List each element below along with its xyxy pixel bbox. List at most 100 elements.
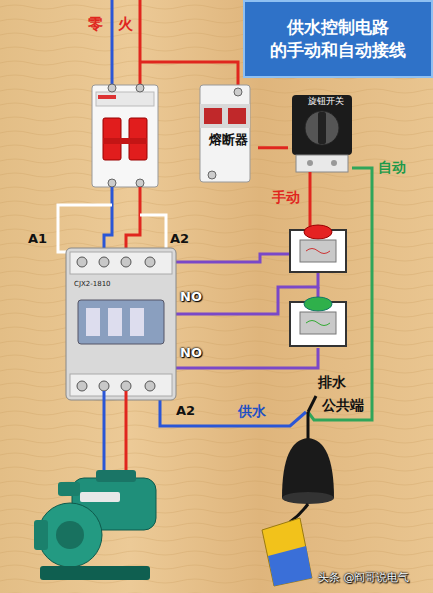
float-switch (282, 438, 334, 498)
mode-label: 手动 (272, 190, 300, 205)
phase-label: 零 (88, 16, 103, 33)
terminal-label: A2 (176, 404, 195, 418)
circuit-breaker (98, 95, 116, 99)
contactor: CJX2-1810 (66, 248, 176, 400)
water-pump (34, 470, 156, 580)
rotary-switch (318, 112, 326, 144)
water-pump (34, 520, 48, 550)
control-wire (160, 168, 372, 426)
push-button (304, 297, 332, 311)
control-wire (172, 254, 292, 262)
rotary-switch (296, 155, 348, 172)
float-switch (262, 412, 334, 586)
power-wire (58, 187, 166, 258)
contactor (130, 308, 144, 336)
float-switch (307, 412, 310, 440)
float-wire-label: 公共端 (322, 398, 364, 413)
circuit-breaker (92, 85, 158, 187)
contactor (70, 252, 172, 274)
water-pump (56, 521, 84, 549)
watermark: 头条 @阎哥说电气 (318, 572, 410, 584)
wire-connector (258, 146, 288, 149)
contact-label: NO (180, 290, 202, 304)
fuse-holder (228, 108, 246, 124)
control-wire (309, 172, 312, 226)
push-button (306, 249, 330, 254)
float-switch (262, 518, 312, 586)
terminal-label: A1 (28, 232, 47, 246)
water-pump (58, 482, 80, 496)
water-pump (96, 470, 136, 482)
circuit-breaker (136, 179, 144, 187)
circuit-breaker (108, 179, 116, 187)
circuit-breaker (92, 84, 158, 187)
float-switch (268, 546, 312, 586)
rotary-switch (292, 95, 352, 172)
power-wire (126, 187, 140, 258)
push-button (300, 240, 336, 262)
phase-label: 火 (118, 16, 133, 33)
water-pump (40, 566, 150, 580)
contactor (121, 381, 131, 391)
mode-label: 自动 (378, 160, 406, 175)
motor-wire (104, 391, 126, 478)
rotary-switch (331, 160, 337, 166)
node-label: 熔断器 (198, 132, 258, 148)
contactor (121, 257, 131, 267)
push-button (306, 321, 330, 326)
node-label: CJX2-1810 (74, 280, 176, 288)
rotary-switch (305, 111, 339, 145)
rotary-switch (307, 160, 313, 166)
motor-wire (103, 391, 106, 478)
supply-wire (111, 0, 114, 88)
terminal-label: A2 (170, 232, 189, 246)
circuit-breaker (108, 84, 116, 92)
wire-connector (258, 147, 288, 148)
contactor (66, 248, 176, 400)
rotary-switch: 旋钮开关 (288, 92, 364, 174)
contactor (77, 257, 87, 267)
control-wire (308, 396, 316, 412)
power-wire (58, 205, 112, 252)
fuse-holder (204, 108, 222, 124)
control-wire (160, 400, 306, 426)
contactor (86, 308, 100, 336)
circuit-breaker (96, 92, 154, 106)
push-button (300, 312, 336, 334)
circuit-breaker (136, 84, 144, 92)
contactor (108, 308, 122, 336)
fuse-holder (200, 104, 250, 128)
contactor (78, 300, 164, 344)
title-text: 供水控制电路 的手动和自动接线 (258, 16, 418, 62)
contactor (66, 248, 176, 400)
contactor (99, 381, 109, 391)
control-wire (317, 287, 320, 298)
contactor (70, 374, 172, 396)
contactor (145, 381, 155, 391)
push-button (304, 225, 332, 239)
motor-wire (125, 391, 128, 478)
supply-wire (139, 0, 142, 88)
float-wire-label: 排水 (318, 375, 346, 390)
push-button (290, 225, 346, 346)
contactor (77, 381, 87, 391)
control-wire (308, 168, 372, 420)
node-label: 旋钮开关 (288, 96, 364, 107)
power-wire (140, 215, 166, 252)
contactor (99, 257, 109, 267)
supply-wire (112, 0, 238, 88)
circuit-breaker (103, 138, 147, 144)
title-panel: 供水控制电路 的手动和自动接线 (243, 0, 433, 78)
float-switch (282, 492, 334, 504)
fuse-holder (208, 171, 216, 179)
supply-wire (140, 62, 238, 88)
fuse-holder (234, 88, 242, 96)
float-wire-label: 供水 (238, 404, 266, 419)
contactor (145, 257, 155, 267)
water-pump (80, 492, 120, 502)
power-wire (104, 187, 112, 258)
